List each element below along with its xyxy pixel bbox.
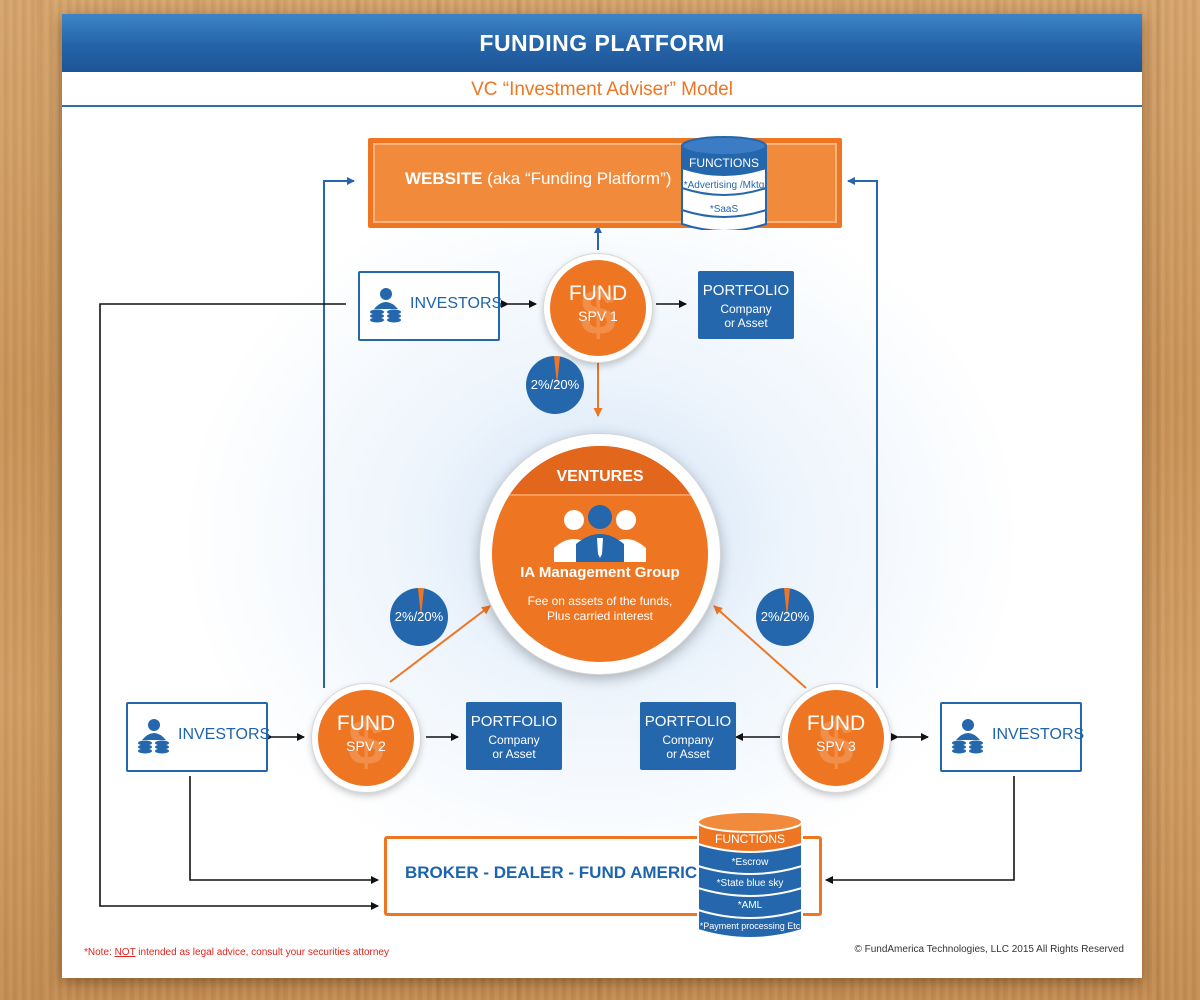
website-functions-title: FUNCTIONS [689,156,759,170]
page-subtitle: VC “Investment Adviser” Model [471,79,733,100]
fee-text: 2%/20% [530,377,580,392]
ventures-description: Fee on assets of the funds, Plus carried… [510,594,690,624]
website-label: WEBSITE (aka “Funding Platform”) [405,169,671,189]
portfolio-box-3: PORTFOLIO Company or Asset [640,702,736,770]
fee-text: 2%/20% [760,609,810,624]
investors-label: INVESTORS [992,726,1085,743]
investor-person-icon [370,288,401,323]
investors-box-right: INVESTORS [940,702,1085,772]
fund-title: FUND [568,282,628,305]
investors-label: INVESTORS [410,295,503,312]
fund-subtitle: SPV 1 [578,308,618,324]
website-label-rest: (aka “Funding Platform”) [482,169,672,188]
fee-text: 2%/20% [394,609,444,624]
portfolio-line1: Company [662,733,714,747]
investors-box-left: INVESTORS [126,702,271,772]
fund-title: FUND [336,712,396,735]
broker-functions-title: FUNCTIONS [715,832,785,846]
line-spv2-to-website [323,177,355,688]
dollar-watermark-icon: $ [580,276,616,348]
portfolio-title: PORTFOLIO [644,713,732,730]
line-spv3-to-website [847,177,878,688]
ventures-desc-line1: Fee on assets of the funds, [527,594,673,608]
fee-badge-3: 2%/20% [756,588,814,646]
line-investors-right-broker [825,776,1015,884]
investor-person-icon [138,719,169,754]
portfolio-box-1: PORTFOLIO Company or Asset [698,271,794,339]
subtitle-divider [62,105,1142,107]
arrow-spv2-to-ventures [389,605,491,683]
fund-spv3: $ FUND SPV 3 [782,684,890,792]
broker-function-item: *Payment processing Etc [699,921,801,931]
website-function-item: *SaaS [709,204,739,215]
legal-note: *Note: NOT intended as legal advice, con… [84,947,389,958]
fund-subtitle: SPV 3 [816,738,856,754]
fund-title: FUND [806,712,866,735]
fee-pie-wedge-icon [554,356,560,385]
fee-badge-2: 2%/20% [390,588,448,646]
ventures-group-name: IA Management Group [520,564,680,581]
note-prefix: *Note: [84,947,115,958]
ventures-circle: VENTURES IA Management Group Fee on asse… [480,434,720,674]
portfolio-line2: or Asset [666,747,710,761]
note-suffix: intended as legal advice, consult your s… [135,947,389,958]
ventures-title: VENTURES [556,468,644,485]
line-investors-top-broker [99,303,379,910]
ventures-band [492,446,708,496]
page-title: FUNDING PLATFORM [62,14,1142,72]
copyright: © FundAmerica Technologies, LLC 2015 All… [854,944,1124,955]
portfolio-title: PORTFOLIO [470,713,558,730]
fund-spv1: $ FUND SPV 1 [544,254,652,362]
broker-function-item: *AML [737,900,763,911]
investors-box-top: INVESTORS [358,271,503,341]
line-investors-left-broker [189,776,379,884]
diagram-panel: FUNDING PLATFORM VC “Investment Adviser”… [62,14,1142,978]
fee-badge-1: 2%/20% [526,356,584,414]
portfolio-box-2: PORTFOLIO Company or Asset [466,702,562,770]
fund-spv2: $ FUND SPV 2 [312,684,420,792]
portfolio-line2: or Asset [492,747,536,761]
broker-function-item: *State blue sky [716,878,784,889]
management-group-people-icon [554,505,646,562]
ventures-desc-line2: Plus carried interest [546,609,654,623]
fund-subtitle: SPV 2 [346,738,386,754]
investors-label: INVESTORS [178,726,271,743]
broker-function-item: *Escrow [731,857,769,868]
broker-functions-database-icon [697,811,803,939]
broker-dealer-label: BROKER - DEALER - FUND AMERICA [405,863,710,882]
note-emphasis: NOT [114,947,136,958]
portfolio-title: PORTFOLIO [702,282,790,299]
arrow-spv3-to-ventures [713,605,807,689]
website-label-bold: WEBSITE [405,169,483,188]
fee-pie-wedge-icon [418,588,424,617]
portfolio-line1: Company [720,302,772,316]
investor-person-icon [952,719,983,754]
dollar-watermark-icon: $ [348,706,384,778]
fee-pie-wedge-icon [784,588,790,617]
portfolio-line1: Company [488,733,540,747]
website-functions-database-icon [681,136,767,230]
website-function-item: *Advertising /Mktg [683,180,765,191]
dollar-watermark-icon: $ [818,706,854,778]
portfolio-line2: or Asset [724,316,768,330]
connector-lines [99,177,1015,910]
